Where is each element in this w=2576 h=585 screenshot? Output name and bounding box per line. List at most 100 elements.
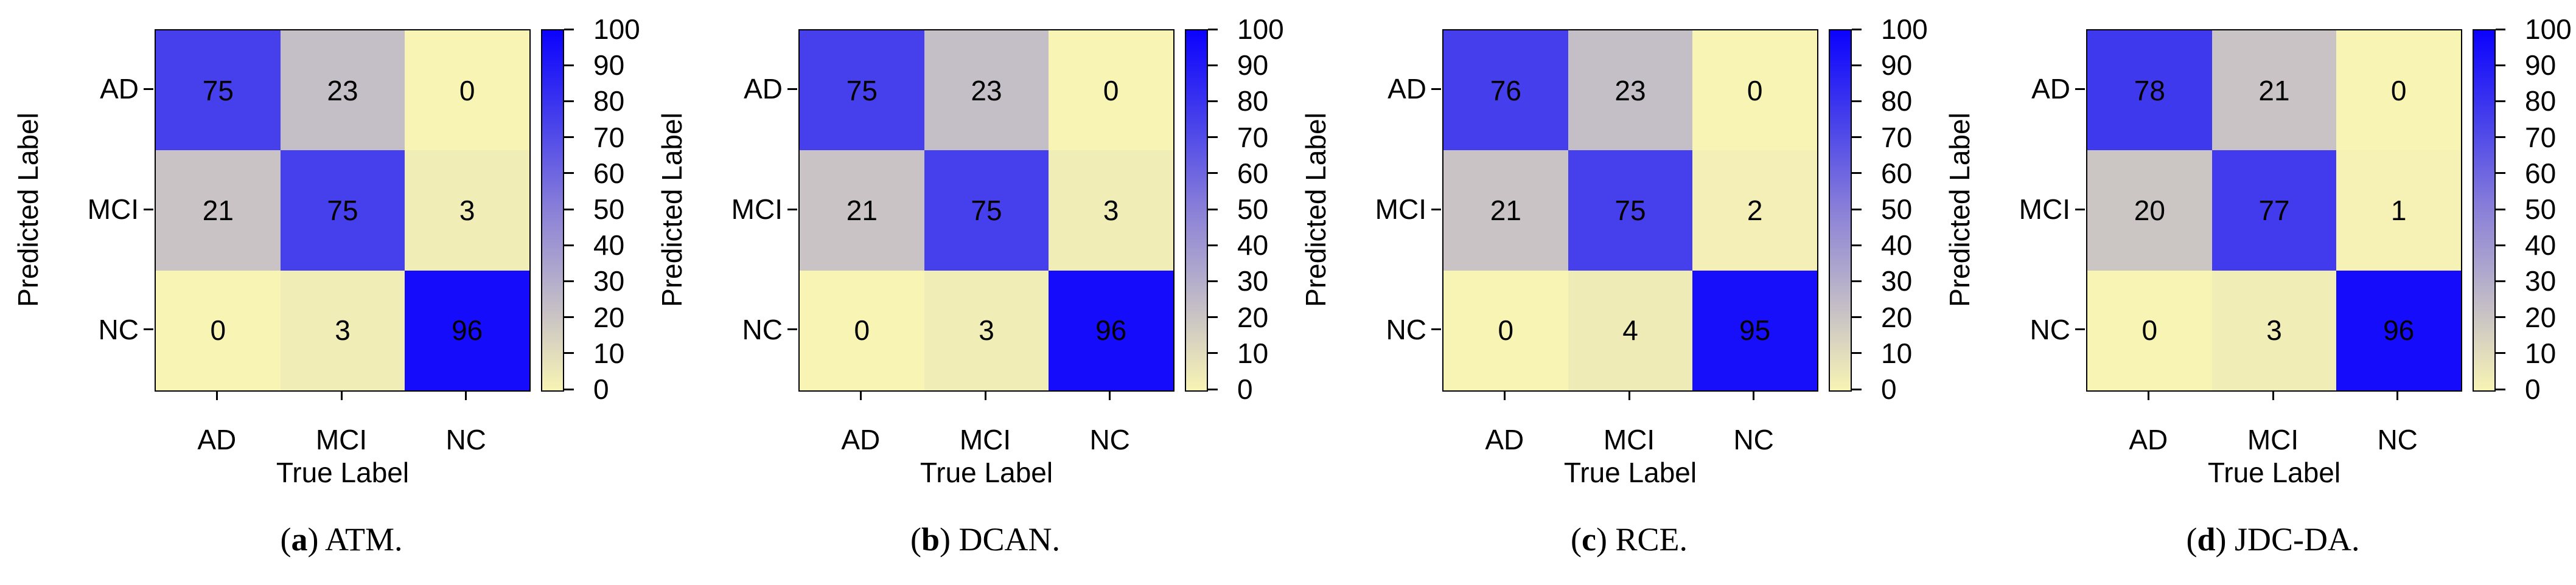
colorbar-tick-label-0: 0 xyxy=(1237,373,1253,405)
x-tick-label-MCI: MCI xyxy=(1603,424,1655,455)
x-axis-tick xyxy=(1628,390,1630,400)
x-tick-label-NC: NC xyxy=(445,424,486,455)
colorbar-tick xyxy=(1852,208,1862,210)
colorbar-tick-label-90: 90 xyxy=(1881,49,1913,81)
x-axis-tick xyxy=(215,390,218,400)
colorbar-tick-label-60: 60 xyxy=(1881,157,1913,189)
colorbar-tick xyxy=(1852,316,1862,319)
colorbar-tick xyxy=(564,136,574,139)
caption-paren-open: ( xyxy=(2186,521,2197,558)
y-axis-tick xyxy=(787,88,797,91)
x-tick-label-MCI: MCI xyxy=(2247,424,2299,455)
cell-NC-MCI: 3 xyxy=(924,270,1049,390)
colorbar-tick-label-80: 80 xyxy=(1237,85,1269,117)
x-tick-label-AD: AD xyxy=(2129,424,2168,455)
cell-AD-MCI: 23 xyxy=(280,30,405,151)
colorbar-tick xyxy=(564,280,574,282)
cell-AD-MCI: 21 xyxy=(2211,30,2337,151)
y-tick-label-NC: NC xyxy=(98,314,139,345)
cell-AD-MCI: 23 xyxy=(1568,30,1693,151)
x-axis-title: True Label xyxy=(920,457,1053,488)
colorbar-tick-label-50: 50 xyxy=(593,193,625,225)
colorbar-tick xyxy=(564,172,574,175)
cell-AD-NC: 0 xyxy=(2336,30,2461,151)
caption-paren-close: ) xyxy=(307,521,325,558)
y-tick-label-NC: NC xyxy=(742,314,783,345)
panel-caption: (d) JDC-DA. xyxy=(2056,522,2490,558)
x-tick-label-NC: NC xyxy=(1733,424,1774,455)
y-tick-label-AD: AD xyxy=(1387,73,1426,105)
colorbar-tick-label-10: 10 xyxy=(2525,337,2557,369)
x-tick-label-MCI: MCI xyxy=(959,424,1011,455)
colorbar-tick xyxy=(1208,244,1218,246)
cell-MCI-AD: 21 xyxy=(800,150,924,271)
colorbar xyxy=(1185,29,1208,392)
colorbar-tick xyxy=(2496,280,2505,282)
panel-caption: (b) DCAN. xyxy=(768,522,1202,558)
x-tick-label-AD: AD xyxy=(841,424,881,455)
cell-NC-AD: 0 xyxy=(2087,270,2212,390)
caption-paren-close: ) xyxy=(1596,521,1616,558)
colorbar-tick xyxy=(564,100,574,102)
caption-method-name: RCE. xyxy=(1615,521,1688,558)
y-axis-tick xyxy=(144,208,153,210)
cell-MCI-AD: 21 xyxy=(156,150,281,271)
colorbar-tick-label-70: 70 xyxy=(1881,121,1913,153)
y-axis-tick xyxy=(2075,88,2085,91)
colorbar-tick xyxy=(1852,172,1862,175)
cell-MCI-MCI: 75 xyxy=(1568,150,1693,271)
colorbar-tick-label-20: 20 xyxy=(1881,301,1913,333)
y-tick-label-MCI: MCI xyxy=(2019,193,2070,225)
colorbar-tick xyxy=(1208,208,1218,210)
colorbar-tick xyxy=(1208,64,1218,66)
x-tick-label-AD: AD xyxy=(1485,424,1524,455)
y-axis-tick xyxy=(144,88,153,91)
colorbar-tick-label-0: 0 xyxy=(1881,373,1897,405)
colorbar-tick xyxy=(1852,28,1862,30)
cell-MCI-AD: 20 xyxy=(2087,150,2212,271)
colorbar-tick xyxy=(2496,28,2505,30)
colorbar-tick-label-70: 70 xyxy=(593,121,625,153)
colorbar-tick xyxy=(2496,388,2505,390)
y-axis-tick xyxy=(787,208,797,210)
cell-AD-NC: 0 xyxy=(1692,30,1817,151)
colorbar-tick-label-60: 60 xyxy=(593,157,625,189)
x-axis-tick xyxy=(2147,390,2149,400)
colorbar-tick xyxy=(1852,244,1862,246)
cell-AD-MCI: 23 xyxy=(924,30,1049,151)
x-axis-tick xyxy=(1109,390,1111,400)
colorbar-tick xyxy=(564,388,574,390)
cell-NC-MCI: 4 xyxy=(1568,270,1693,390)
caption-letter: c xyxy=(1582,521,1596,558)
y-tick-label-MCI: MCI xyxy=(1375,193,1426,225)
cell-MCI-NC: 3 xyxy=(405,150,529,271)
cell-AD-AD: 75 xyxy=(156,30,281,151)
colorbar-tick-label-40: 40 xyxy=(2525,229,2557,261)
colorbar-tick-label-100: 100 xyxy=(1237,13,1284,45)
colorbar-tick xyxy=(1208,352,1218,355)
caption-paren-close: ) xyxy=(940,521,959,558)
colorbar-tick xyxy=(564,208,574,210)
colorbar-tick-label-100: 100 xyxy=(593,13,640,45)
cell-NC-MCI: 3 xyxy=(280,270,405,390)
colorbar-tick xyxy=(1208,316,1218,319)
colorbar-tick-label-10: 10 xyxy=(593,337,625,369)
cell-NC-NC: 96 xyxy=(405,270,529,390)
colorbar-tick-label-100: 100 xyxy=(2525,13,2572,45)
colorbar-tick-label-20: 20 xyxy=(1237,301,1269,333)
cell-AD-NC: 0 xyxy=(405,30,529,151)
colorbar-tick xyxy=(1852,100,1862,102)
x-axis-tick xyxy=(1753,390,1755,400)
colorbar-tick xyxy=(564,316,574,319)
x-axis-tick xyxy=(2396,390,2399,400)
colorbar-tick xyxy=(2496,316,2505,319)
x-axis-tick xyxy=(2272,390,2274,400)
cell-MCI-AD: 21 xyxy=(1443,150,1568,271)
caption-paren-open: ( xyxy=(280,521,291,558)
